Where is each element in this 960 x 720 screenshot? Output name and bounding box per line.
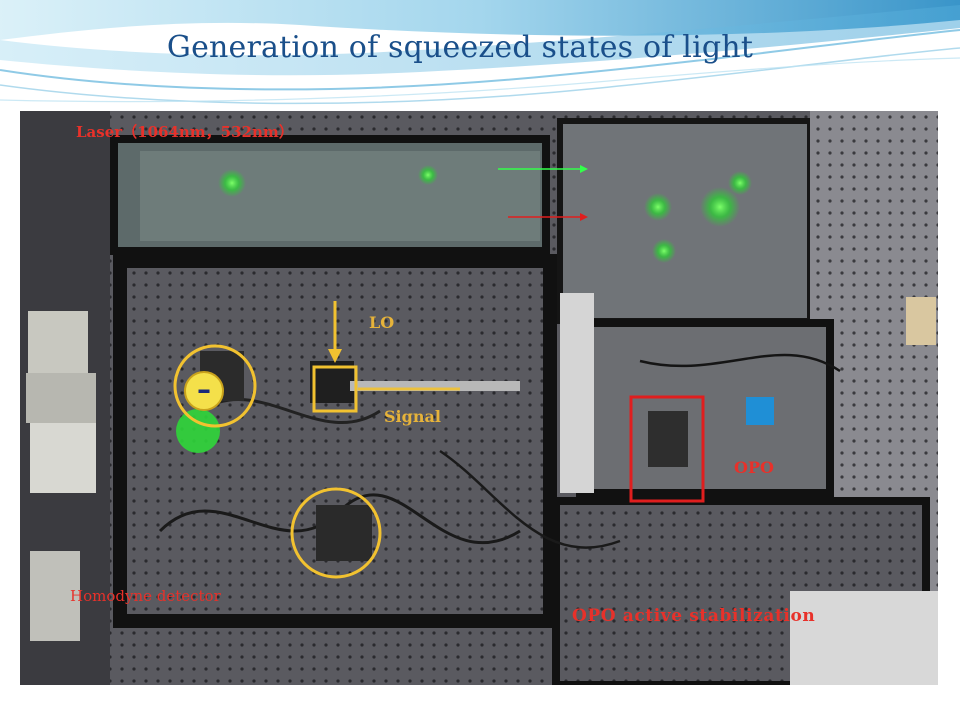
header-wave-decoration (0, 0, 960, 105)
laser-beam-arrow-icon (498, 165, 588, 173)
photo-illustration (20, 111, 938, 685)
detector-circle-marker (290, 487, 382, 579)
opo-cavity (648, 411, 688, 467)
opo-pump-enclosure (557, 118, 813, 324)
lab-setup-photo: Laser（1064nm，532nm） LO Signal OPO Homody… (20, 111, 938, 685)
electronics-box (26, 373, 96, 423)
optical-mount (316, 505, 372, 561)
white-strip (560, 293, 594, 493)
slide-title: Generation of squeezed states of light (166, 30, 754, 65)
side-bench-part (906, 297, 936, 345)
signal-label: Signal (384, 407, 441, 426)
laser-enclosure-glass (140, 151, 540, 241)
cable (639, 353, 841, 373)
green-card (176, 409, 220, 453)
laser-label: Laser（1064nm，532nm） (76, 123, 294, 141)
laser-glow (644, 193, 672, 221)
electronics-box (30, 423, 96, 493)
blue-component (746, 397, 774, 425)
laser-glow (652, 239, 676, 263)
lo-arrow-icon (328, 301, 342, 363)
laser-glow (728, 171, 752, 195)
cable (439, 449, 621, 549)
laser-beam-arrow-icon (508, 213, 588, 221)
homodyne-detector-label: Homodyne detector (70, 587, 221, 605)
electronics-box (28, 311, 88, 381)
detector-circle-marker (173, 344, 257, 428)
minus-icon: – (184, 371, 224, 411)
laser-glow (418, 165, 438, 185)
beam-splitter-marker (312, 365, 358, 413)
electronics-box (30, 551, 80, 641)
opo-marker (629, 395, 705, 503)
laser-glow (700, 187, 740, 227)
opo-stabilization-label: OPO active stabilization (572, 606, 816, 626)
cable (199, 398, 381, 424)
rail (350, 381, 520, 391)
lo-label: LO (369, 313, 395, 332)
opo-enclosure (576, 319, 834, 497)
paper-sheet (790, 591, 938, 685)
laser-glow (218, 169, 246, 197)
opo-label: OPO (734, 458, 774, 477)
